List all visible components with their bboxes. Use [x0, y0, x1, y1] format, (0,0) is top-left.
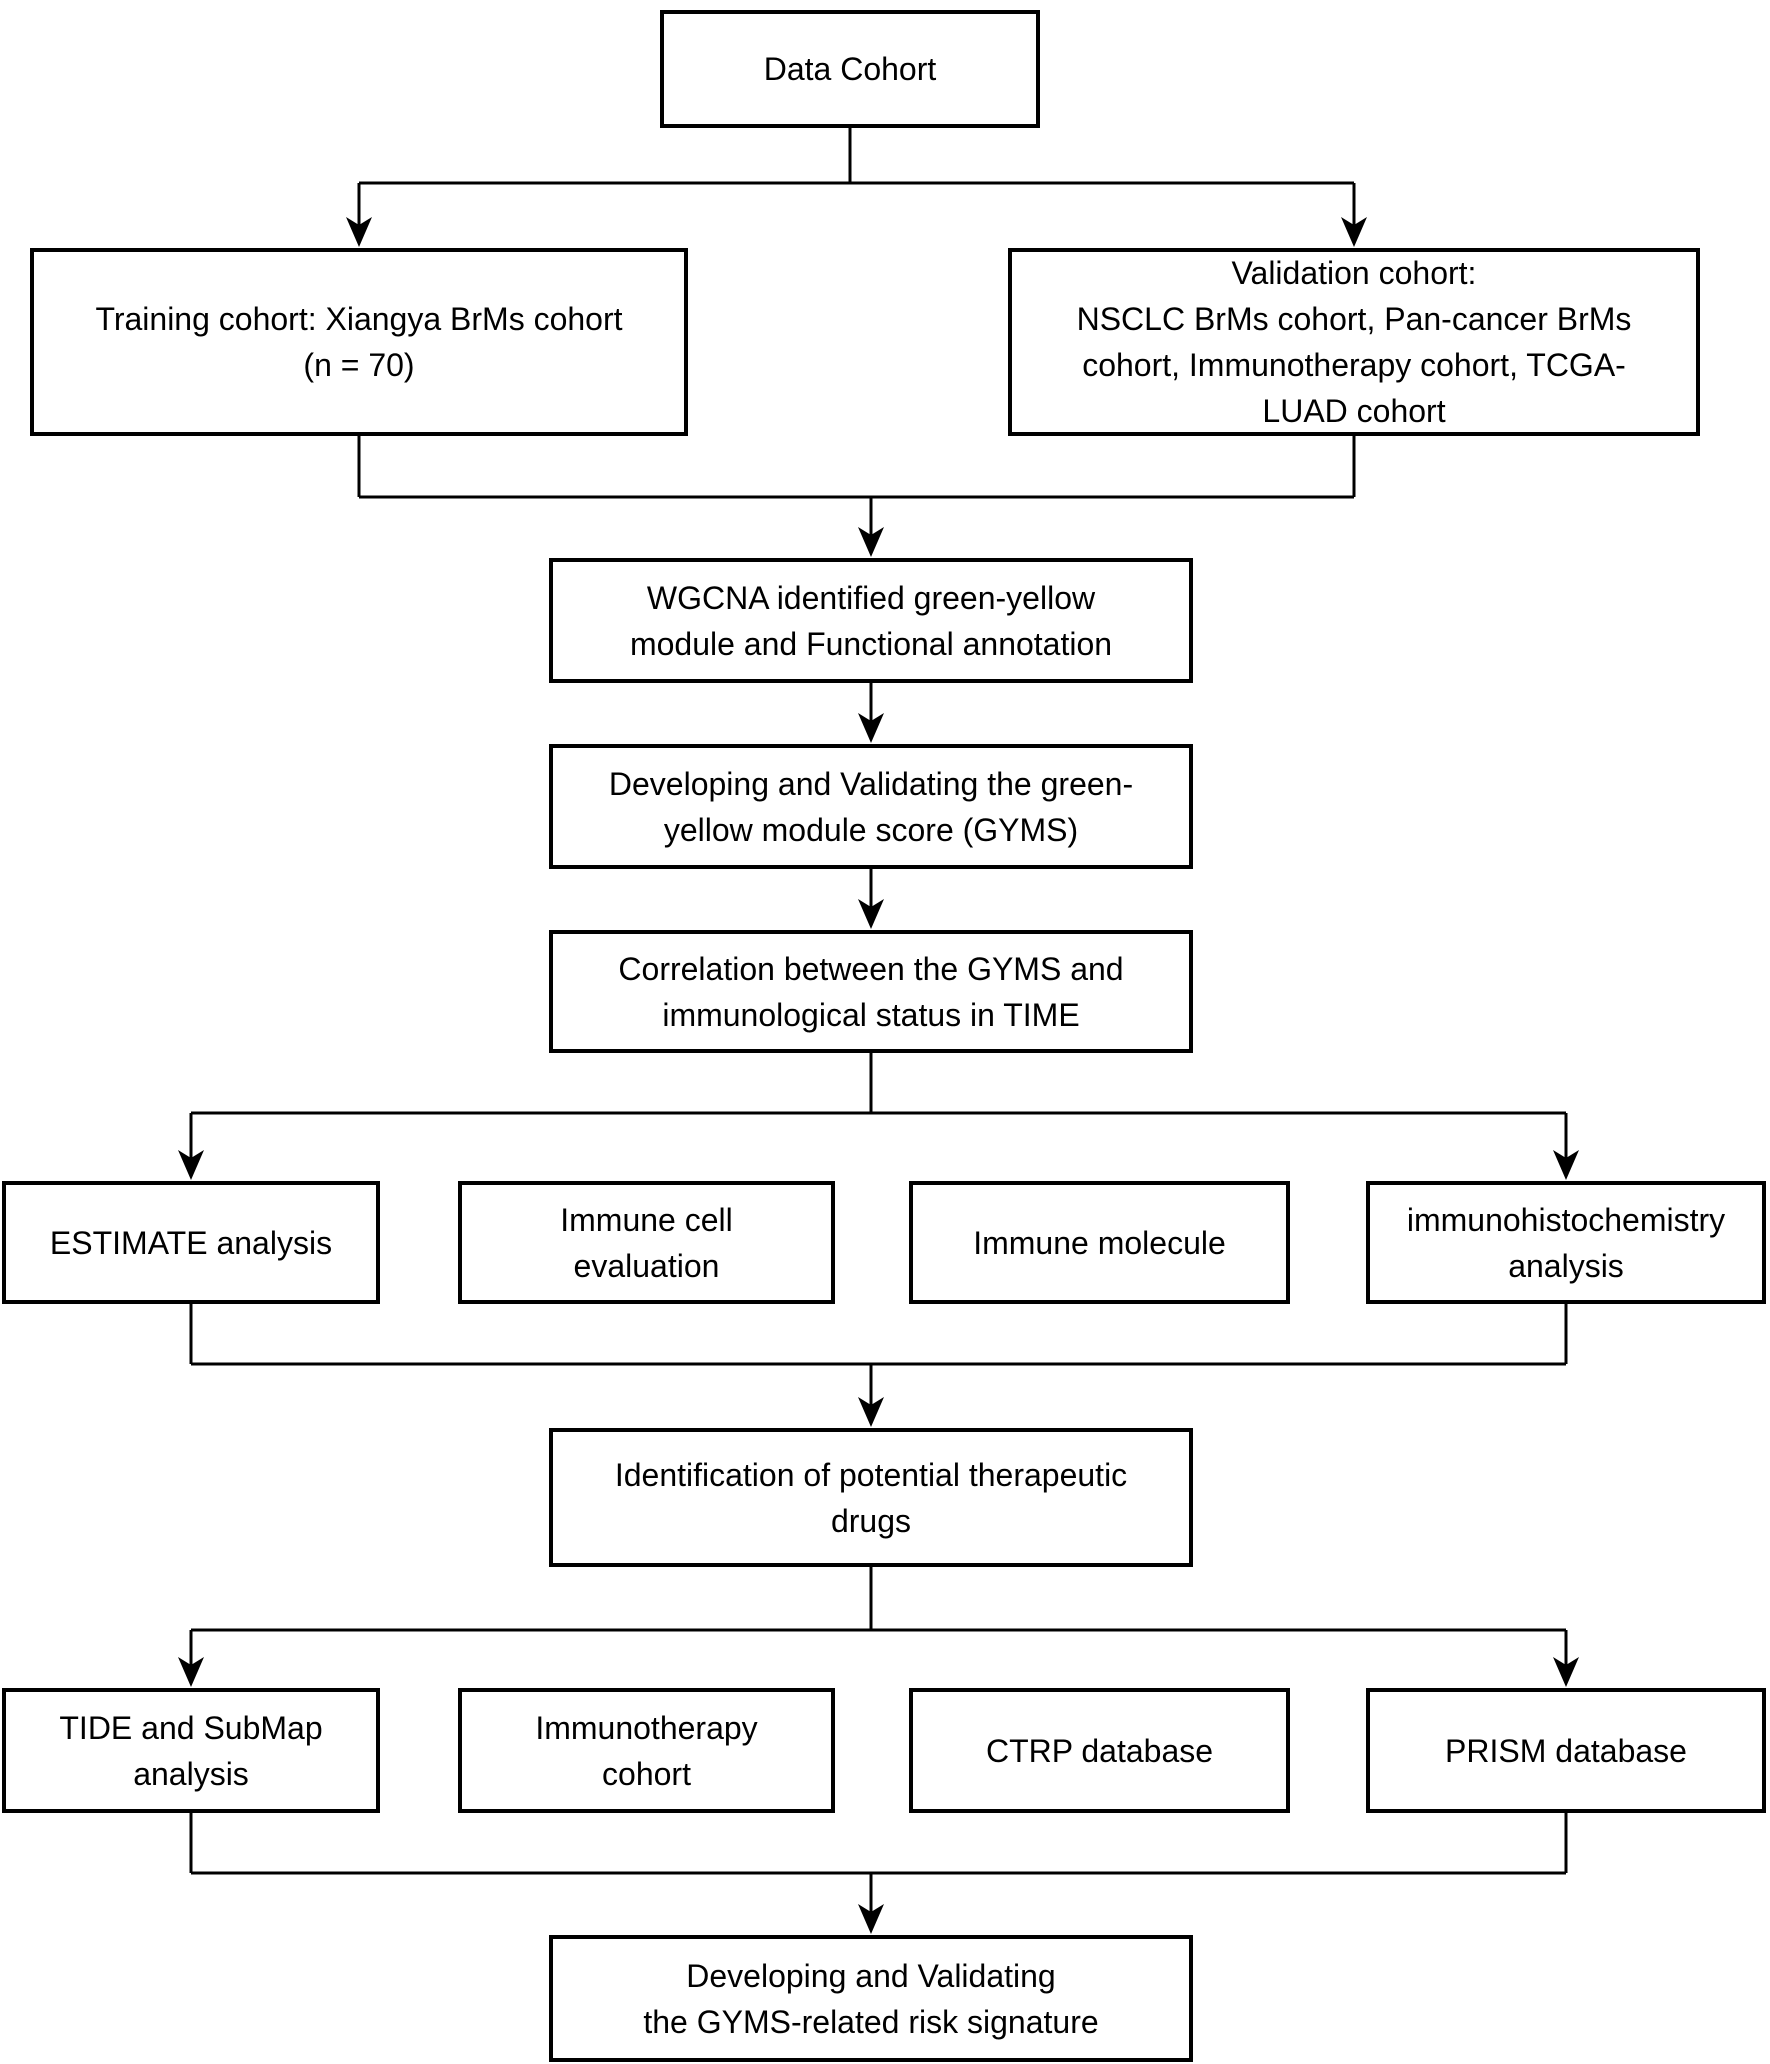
node-tide-submap-analysis: TIDE and SubMap analysis: [2, 1688, 380, 1813]
node-label: (n = 70): [303, 347, 415, 383]
node-label: yellow module score (GYMS): [663, 811, 1079, 848]
node-label: Developing and Validating: [686, 1957, 1056, 1994]
node-immunotherapy-cohort: Immunotherapy cohort: [458, 1688, 835, 1813]
node-label: NSCLC BrMs cohort, Pan-cancer BrMs: [1076, 301, 1632, 337]
node-label: the GYMS-related risk signature: [643, 2003, 1099, 2040]
node-label: PRISM database: [1445, 1732, 1687, 1769]
node-label: immunological status in TIME: [662, 996, 1080, 1033]
node-label: Immune molecule: [973, 1224, 1226, 1261]
node-label: cohort: [602, 1755, 691, 1792]
node-label: CTRP database: [985, 1732, 1214, 1769]
node-label: TIDE and SubMap: [59, 1709, 323, 1746]
node-estimate-analysis: ESTIMATE analysis: [2, 1181, 380, 1304]
node-gyms-score: Developing and Validating the green- yel…: [549, 744, 1193, 869]
arrow-down-icon: [858, 713, 884, 743]
node-immune-cell-evaluation: Immune cell evaluation: [458, 1181, 835, 1304]
node-label: module and Functional annotation: [629, 625, 1113, 662]
arrowheads: [178, 217, 1579, 1934]
node-immune-molecule: Immune molecule: [909, 1181, 1290, 1304]
arrow-down-icon: [1341, 217, 1367, 247]
node-label: Developing and Validating the green-: [608, 765, 1134, 802]
node-label: analysis: [133, 1755, 249, 1792]
node-label: Correlation between the GYMS and: [618, 950, 1124, 987]
node-ctrp-database: CTRP database: [909, 1688, 1290, 1813]
node-label: Immune cell: [560, 1201, 733, 1238]
node-label: LUAD cohort: [1262, 393, 1446, 429]
node-label: Training cohort: Xiangya BrMs cohort: [95, 301, 623, 337]
arrow-down-icon: [858, 1904, 884, 1934]
node-label: Identification of potential therapeutic: [614, 1456, 1128, 1493]
node-label: analysis: [1508, 1247, 1624, 1284]
arrow-down-icon: [346, 217, 372, 247]
arrow-down-icon: [178, 1150, 204, 1180]
node-validation-cohort: Validation cohort: NSCLC BrMs cohort, Pa…: [1008, 248, 1700, 436]
arrow-down-icon: [1553, 1150, 1579, 1180]
node-correlation-time: Correlation between the GYMS and immunol…: [549, 930, 1193, 1053]
arrow-down-icon: [1553, 1657, 1579, 1687]
node-label: cohort, Immunotherapy cohort, TCGA-: [1082, 347, 1626, 383]
arrow-down-icon: [178, 1657, 204, 1687]
arrow-down-icon: [858, 527, 884, 557]
arrow-down-icon: [858, 899, 884, 929]
node-label: WGCNA identified green-yellow: [646, 579, 1096, 616]
node-label: ESTIMATE analysis: [49, 1224, 333, 1261]
node-label: Validation cohort:: [1231, 255, 1477, 291]
node-label: evaluation: [573, 1247, 720, 1284]
node-label: drugs: [830, 1502, 912, 1539]
node-label: immunohistochemistry: [1406, 1201, 1726, 1238]
node-identification-drugs: Identification of potential therapeutic …: [549, 1428, 1193, 1567]
node-label: Data Cohort: [763, 51, 937, 87]
arrow-down-icon: [858, 1397, 884, 1427]
node-risk-signature: Developing and Validating the GYMS-relat…: [549, 1935, 1193, 2062]
node-wgcna-module: WGCNA identified green-yellow module and…: [549, 558, 1193, 683]
node-label: Immunotherapy: [535, 1709, 758, 1746]
node-prism-database: PRISM database: [1366, 1688, 1766, 1813]
node-immunohistochemistry-analysis: immunohistochemistry analysis: [1366, 1181, 1766, 1304]
node-data-cohort: Data Cohort: [660, 10, 1040, 128]
node-training-cohort: Training cohort: Xiangya BrMs cohort (n …: [30, 248, 688, 436]
